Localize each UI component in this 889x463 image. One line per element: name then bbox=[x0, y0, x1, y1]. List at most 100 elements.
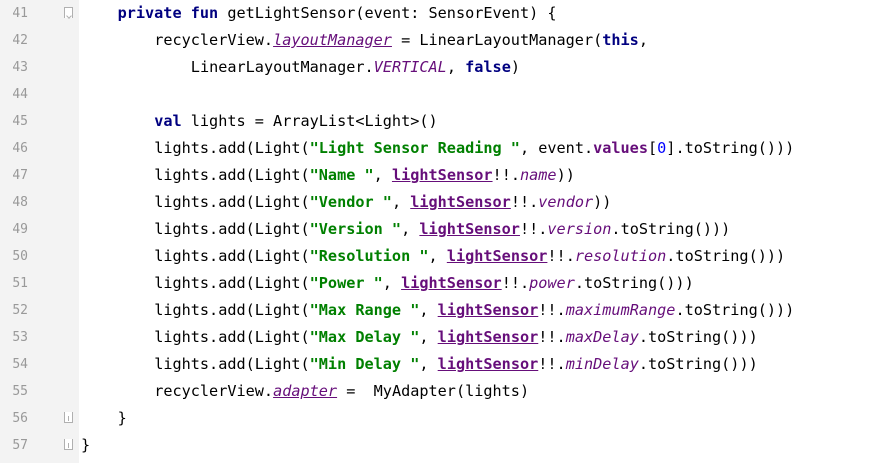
fold-end-icon[interactable] bbox=[64, 412, 73, 423]
code-token: [ bbox=[647, 139, 658, 157]
line-number: 47 bbox=[12, 168, 28, 183]
code-token: !!. bbox=[547, 247, 575, 265]
code-token: minDelay bbox=[565, 355, 639, 373]
code-line[interactable]: 52 lights.add(Light("Max Range ", lightSe… bbox=[0, 297, 889, 324]
code-token: this bbox=[602, 31, 639, 49]
code-token: recyclerView. bbox=[154, 31, 274, 49]
code-text[interactable]: lights.add(Light("Light Sensor Reading "… bbox=[154, 135, 794, 162]
code-line[interactable]: 47 lights.add(Light("Name ", lightSensor!… bbox=[0, 162, 889, 189]
code-token: lightSensor bbox=[437, 328, 539, 346]
code-token: "Vendor " bbox=[309, 193, 392, 211]
code-token: lights.add(Light( bbox=[154, 328, 310, 346]
code-line[interactable]: 48 lights.add(Light("Vendor ", lightSenso… bbox=[0, 189, 889, 216]
code-line[interactable]: 54 lights.add(Light("Min Delay ", lightSe… bbox=[0, 351, 889, 378]
code-token: "Min Delay " bbox=[309, 355, 420, 373]
code-token: "Name " bbox=[309, 166, 374, 184]
code-token: lightSensor bbox=[446, 247, 548, 265]
code-text[interactable]: lights.add(Light("Min Delay ", lightSens… bbox=[154, 351, 758, 378]
code-token: lights.add(Light( bbox=[154, 301, 310, 319]
code-text[interactable]: private fun getLightSensor(event: Sensor… bbox=[118, 0, 557, 27]
code-token: maxDelay bbox=[565, 328, 639, 346]
code-text[interactable]: lights.add(Light("Power ", lightSensor!!… bbox=[154, 270, 694, 297]
code-token: lightSensor bbox=[437, 355, 539, 373]
code-text[interactable]: } bbox=[81, 432, 90, 459]
code-token: .toString())) bbox=[666, 247, 786, 265]
code-text[interactable]: lights.add(Light("Name ", lightSensor!!.… bbox=[154, 162, 575, 189]
code-token: , bbox=[638, 31, 648, 49]
line-number: 46 bbox=[12, 141, 28, 156]
code-text[interactable]: LinearLayoutManager.VERTICAL, false) bbox=[191, 54, 520, 81]
code-line[interactable]: 56} bbox=[0, 405, 889, 432]
code-text[interactable]: val lights = ArrayList<Light>() bbox=[154, 108, 437, 135]
fold-collapse-icon[interactable] bbox=[64, 7, 73, 18]
line-number: 50 bbox=[12, 249, 28, 264]
code-text[interactable]: lights.add(Light("Max Delay ", lightSens… bbox=[154, 324, 758, 351]
line-number: 49 bbox=[12, 222, 28, 237]
code-token: LinearLayoutManager. bbox=[190, 58, 374, 76]
code-token: recyclerView. bbox=[154, 382, 274, 400]
code-text[interactable]: lights.add(Light("Resolution ", lightSen… bbox=[154, 243, 785, 270]
code-token: lightSensor bbox=[391, 166, 493, 184]
code-token: , bbox=[401, 220, 420, 238]
code-token: lights.add(Light( bbox=[154, 139, 310, 157]
code-token: power bbox=[529, 274, 575, 292]
code-token: )) bbox=[593, 193, 612, 211]
code-token: !!. bbox=[538, 328, 566, 346]
code-text[interactable]: lights.add(Light("Version ", lightSensor… bbox=[154, 216, 730, 243]
code-token: private bbox=[117, 4, 182, 22]
code-token: .toString())) bbox=[675, 301, 795, 319]
code-token: "Max Range " bbox=[309, 301, 420, 319]
code-token: , bbox=[382, 274, 402, 292]
code-token: )) bbox=[556, 166, 575, 184]
code-text[interactable]: recyclerView.layoutManager = LinearLayou… bbox=[154, 27, 648, 54]
code-token: fun bbox=[190, 4, 219, 22]
code-token: "Power " bbox=[309, 274, 383, 292]
fold-end-icon[interactable] bbox=[64, 439, 73, 450]
code-text[interactable]: recyclerView.adapter = MyAdapter(lights) bbox=[154, 378, 529, 405]
editor-gutter bbox=[0, 0, 79, 463]
code-token: "Light Sensor Reading " bbox=[309, 139, 520, 157]
line-number: 56 bbox=[12, 411, 28, 426]
code-text[interactable]: lights.add(Light("Vendor ", lightSensor!… bbox=[154, 189, 611, 216]
code-token: !!. bbox=[501, 274, 530, 292]
line-number: 57 bbox=[12, 438, 28, 453]
code-token: maximumRange bbox=[565, 301, 676, 319]
code-token: } bbox=[117, 409, 127, 427]
code-line[interactable]: 44 bbox=[0, 81, 889, 108]
code-token: lights.add(Light( bbox=[154, 193, 310, 211]
code-token: vendor bbox=[538, 193, 594, 211]
code-token: val bbox=[154, 112, 182, 130]
code-token: } bbox=[81, 436, 91, 454]
code-token: lights.add(Light( bbox=[154, 274, 310, 292]
code-token: , bbox=[446, 58, 466, 76]
code-token: "Resolution " bbox=[309, 247, 429, 265]
code-line[interactable]: 49 lights.add(Light("Version ", lightSens… bbox=[0, 216, 889, 243]
code-token: lights.add(Light( bbox=[154, 166, 310, 184]
code-token: !!. bbox=[519, 220, 548, 238]
code-token bbox=[182, 4, 191, 22]
code-text[interactable]: } bbox=[118, 405, 127, 432]
code-token: , bbox=[419, 301, 438, 319]
code-text[interactable]: lights.add(Light("Max Range ", lightSens… bbox=[154, 297, 794, 324]
line-number: 48 bbox=[12, 195, 28, 210]
code-token: getLightSensor(event: SensorEvent) { bbox=[218, 4, 557, 22]
code-token: lightSensor bbox=[437, 301, 539, 319]
code-line[interactable]: 57} bbox=[0, 432, 889, 459]
code-token: lightSensor bbox=[419, 220, 520, 238]
code-token: resolution bbox=[574, 247, 667, 265]
code-token: lights = ArrayList<Light>() bbox=[181, 112, 438, 130]
line-number: 54 bbox=[12, 357, 28, 372]
line-number: 52 bbox=[12, 303, 28, 318]
code-line[interactable]: 46 lights.add(Light("Light Sensor Reading… bbox=[0, 135, 889, 162]
code-token: !!. bbox=[492, 166, 520, 184]
code-line[interactable]: 50 lights.add(Light("Resolution ", lightS… bbox=[0, 243, 889, 270]
code-token: lights.add(Light( bbox=[154, 247, 310, 265]
